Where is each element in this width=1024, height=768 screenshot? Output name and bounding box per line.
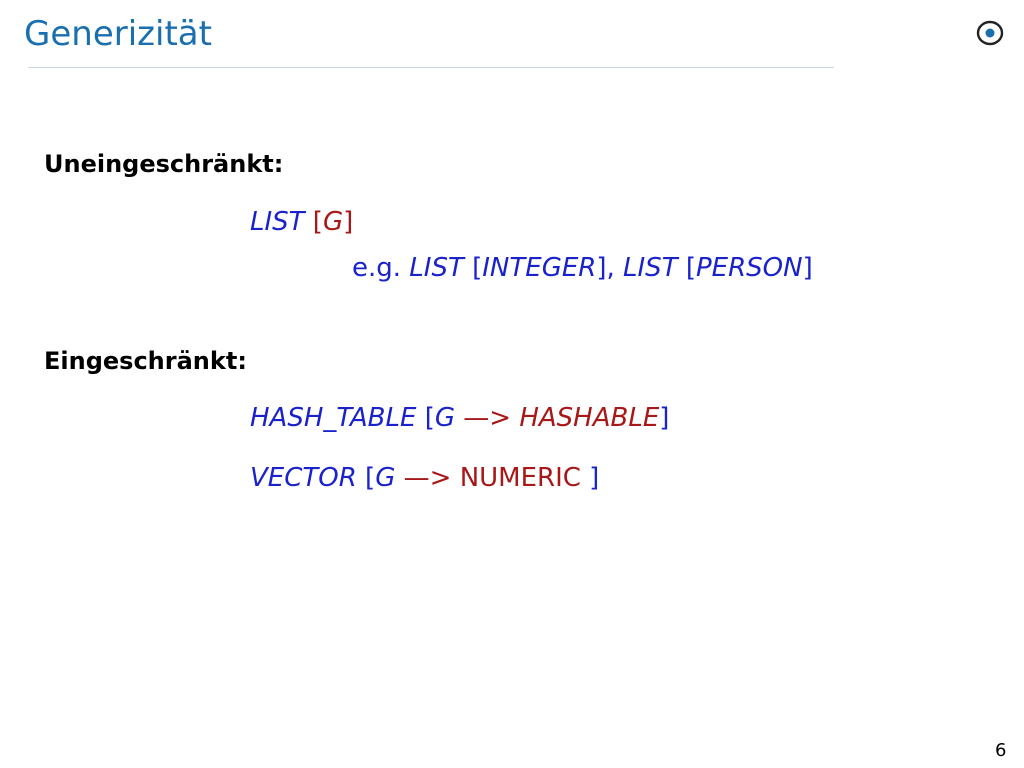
- heading-constrained: Eingeschränkt:: [44, 347, 247, 375]
- heading-unconstrained: Uneingeschränkt:: [44, 150, 284, 178]
- bracket-close: ]: [659, 403, 670, 433]
- bracket-close: ]: [343, 207, 354, 237]
- title-divider: [28, 67, 834, 68]
- type-list-1: LIST: [409, 253, 464, 283]
- slide-number: 6: [995, 740, 1007, 761]
- eth-logo-icon: [976, 20, 1004, 46]
- constraint-arrow: —>: [395, 463, 460, 493]
- bracket-open: [: [304, 207, 323, 237]
- param-person: PERSON: [696, 253, 803, 283]
- bracket-close-1: ],: [596, 253, 624, 283]
- type-list: LIST: [250, 207, 305, 237]
- constraint-arrow: —>: [455, 403, 520, 433]
- code-line-list: LIST [G]: [250, 207, 353, 238]
- type-list-2: LIST: [623, 253, 678, 283]
- bracket-open: [: [356, 463, 376, 493]
- slide-title: Generizität: [24, 14, 212, 54]
- param-integer: INTEGER: [482, 253, 597, 283]
- constraint-numeric: NUMERIC: [459, 463, 581, 493]
- constraint-hashable: HASHABLE: [519, 403, 660, 433]
- type-hash-table: HASH_TABLE: [250, 403, 417, 433]
- param-g: G: [434, 403, 456, 433]
- bracket-open: [: [416, 403, 435, 433]
- bracket-close-2: ]: [802, 253, 813, 283]
- code-line-example: e.g. LIST [INTEGER], LIST [PERSON]: [352, 253, 813, 284]
- example-prefix: e.g.: [352, 253, 410, 283]
- bracket-open-1: [: [463, 253, 483, 283]
- code-line-vector: VECTOR [G —> NUMERIC ]: [250, 463, 599, 494]
- bracket-close: ]: [580, 463, 600, 493]
- param-g: G: [322, 207, 344, 237]
- code-line-hash-table: HASH_TABLE [G —> HASHABLE]: [250, 403, 669, 434]
- type-vector: VECTOR: [250, 463, 357, 493]
- bracket-open-2: [: [677, 253, 696, 283]
- param-g: G: [375, 463, 396, 493]
